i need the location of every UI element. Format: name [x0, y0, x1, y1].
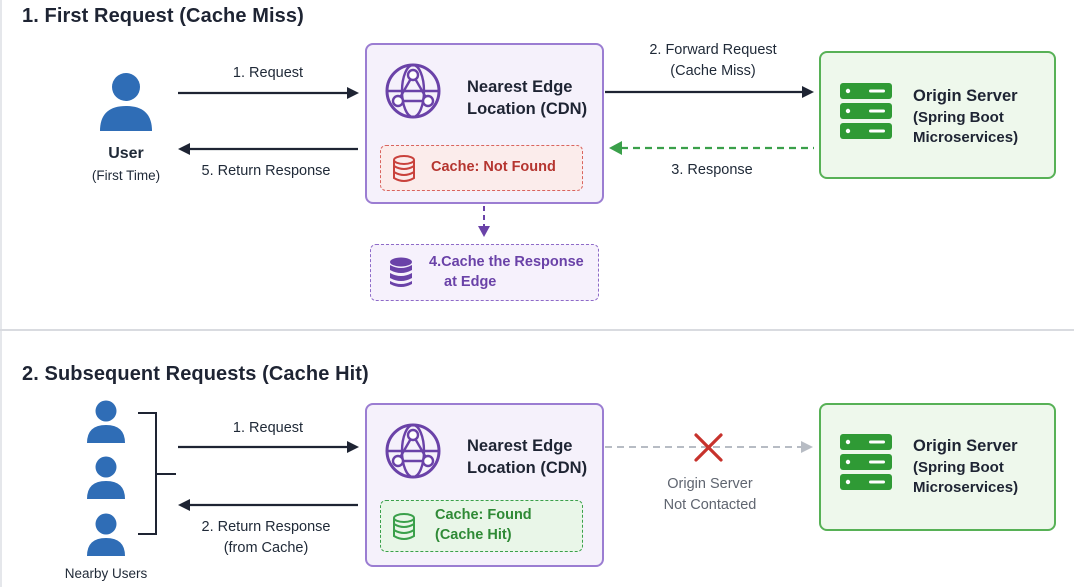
- database-icon: [393, 155, 415, 182]
- origin-sub-line2: Microservices): [913, 479, 1019, 496]
- section-first-request: 1. First Request (Cache Miss) User (Firs…: [22, 5, 1056, 301]
- user-icon: [87, 513, 125, 556]
- return-response-arrow: [178, 499, 358, 511]
- request-arrow: [178, 441, 359, 453]
- user-icon: [100, 73, 152, 131]
- page-left-border: [0, 0, 2, 587]
- origin-sub-line2: Microservices): [913, 129, 1019, 146]
- origin-sub-line1: (Spring Boot: [913, 109, 1004, 126]
- section-subsequent-requests: 2. Subsequent Requests (Cache Hit) Nearb…: [0, 331, 1074, 587]
- return-response-label-line1: 2. Return Response: [201, 519, 331, 535]
- cache-response-label-line2: at Edge: [444, 274, 497, 290]
- not-contacted-label-line2: Not Contacted: [663, 497, 757, 513]
- request-arrow: [178, 87, 359, 99]
- x-mark-icon: [694, 433, 723, 462]
- section-title: 2. Subsequent Requests (Cache Hit): [22, 363, 369, 385]
- blocked-origin-arrow: [605, 441, 813, 453]
- return-response-label-line2: (from Cache): [223, 540, 309, 556]
- origin-response-arrow: [609, 141, 814, 155]
- response-label: 3. Response: [671, 162, 753, 178]
- cache-store-arrow: [478, 206, 490, 237]
- origin-title: Origin Server: [913, 437, 1018, 455]
- request-label: 1. Request: [232, 65, 304, 81]
- user-sublabel: (First Time): [91, 168, 161, 183]
- cdn-title-line2: Location (CDN): [467, 100, 588, 118]
- not-contacted-label-line1: Origin Server: [667, 476, 753, 492]
- database-icon: [390, 257, 412, 287]
- forward-request-label-line2: (Cache Miss): [670, 63, 756, 79]
- server-rack-icon: [840, 434, 892, 490]
- database-icon: [393, 513, 415, 540]
- cache-response-box: 4.Cache the Response at Edge: [370, 244, 599, 301]
- origin-title: Origin Server: [913, 87, 1018, 105]
- users-bracket: [138, 412, 176, 535]
- cdn-edge-box: Nearest Edge Location (CDN) Cache: Found…: [365, 403, 604, 567]
- origin-sub-line1: (Spring Boot: [913, 459, 1004, 476]
- user-label: User: [108, 145, 144, 162]
- nearby-users-label: Nearby Users: [64, 566, 148, 581]
- user-icon: [87, 400, 125, 443]
- forward-request-label-line1: 2. Forward Request: [649, 42, 777, 58]
- cache-status-text-line1: Cache: Found: [435, 507, 532, 523]
- user-icon: [87, 456, 125, 499]
- forward-request-arrow: [605, 86, 814, 98]
- return-response-arrow: [178, 143, 358, 155]
- cdn-title-line1: Nearest Edge: [467, 78, 573, 96]
- cache-not-found-box: Cache: Not Found: [380, 145, 583, 191]
- return-response-label: 5. Return Response: [201, 163, 331, 179]
- cache-found-box: Cache: Found (Cache Hit): [380, 500, 583, 552]
- section-divider: [0, 329, 1074, 331]
- section-title: 1. First Request (Cache Miss): [22, 5, 304, 27]
- cache-status-text: Cache: Not Found: [431, 159, 556, 175]
- cdn-edge-box: Nearest Edge Location (CDN) Cache: Not F…: [365, 43, 604, 204]
- globe-network-icon: [385, 423, 441, 479]
- globe-network-icon: [385, 63, 441, 119]
- cache-response-label-line1: 4.Cache the Response: [429, 254, 584, 270]
- server-rack-icon: [840, 83, 892, 139]
- origin-server-box: Origin Server (Spring Boot Microservices…: [819, 403, 1056, 531]
- cdn-title-line1: Nearest Edge: [467, 437, 573, 455]
- request-label: 1. Request: [232, 420, 304, 436]
- cdn-title-line2: Location (CDN): [467, 459, 588, 477]
- cache-status-text-line2: (Cache Hit): [435, 527, 512, 543]
- origin-server-box: Origin Server (Spring Boot Microservices…: [819, 51, 1056, 179]
